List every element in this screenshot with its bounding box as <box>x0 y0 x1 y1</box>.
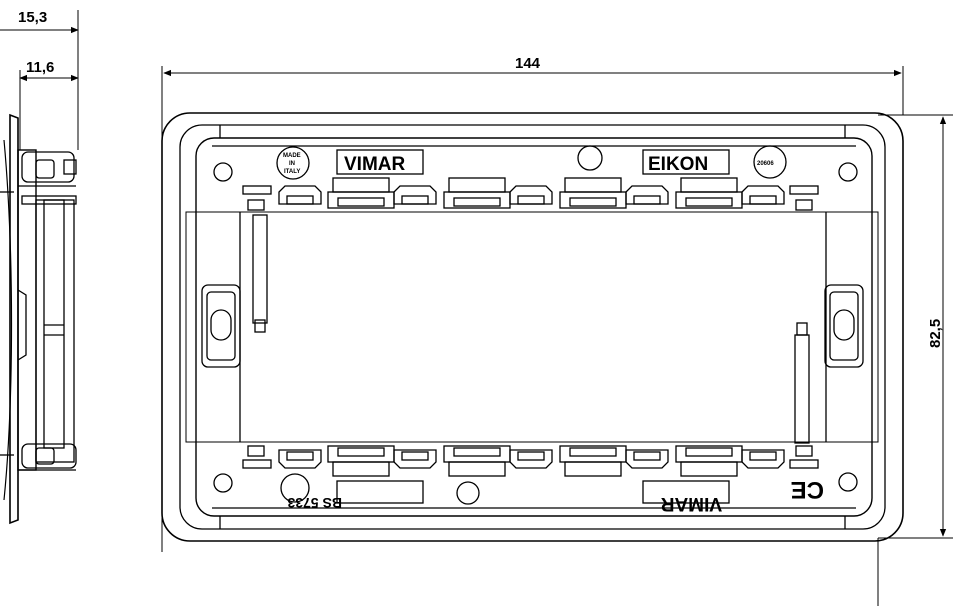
label-box-brand-top <box>336 149 424 175</box>
clip-small-1 <box>278 185 322 205</box>
approval-mark: 20606 <box>757 161 774 167</box>
pin-left <box>252 214 268 333</box>
series-label: EIKON <box>648 154 708 175</box>
top-clip-row <box>242 177 819 211</box>
bottom-clip-row <box>242 445 819 477</box>
brand-top-label: VIMAR <box>344 154 406 175</box>
clip-small-b2 <box>393 449 437 469</box>
clip-small-b4 <box>625 449 669 469</box>
clip-small-4 <box>625 185 669 205</box>
clip-large-3 <box>559 177 627 209</box>
screw-tab-left <box>201 284 241 368</box>
pin-right <box>794 322 810 444</box>
clip-large-b2 <box>443 445 511 477</box>
clip-large-b4 <box>675 445 743 477</box>
clip-large-2 <box>443 177 511 209</box>
clip-large-b3 <box>559 445 627 477</box>
label-box-article-code <box>336 480 424 504</box>
clip-small-5 <box>741 185 785 205</box>
clip-small-b3 <box>509 449 553 469</box>
article-code-label: BS 5733 <box>287 495 342 511</box>
clip-small-b5 <box>741 449 785 469</box>
approval-badge <box>753 145 787 179</box>
dim-front-height: 82,5 <box>927 319 944 348</box>
brand-bottom-label: VIMAR <box>661 493 723 514</box>
conformity-mark: CE <box>791 476 824 503</box>
clip-small-2 <box>393 185 437 205</box>
made-in-line-1: MADE <box>283 153 301 159</box>
clip-large-b1 <box>327 445 395 477</box>
clip-large-4 <box>675 177 743 209</box>
side-view: 15,3 11,6 <box>0 9 79 525</box>
clip-large-1 <box>327 177 395 209</box>
screw-tab-right <box>824 284 864 368</box>
made-in-badge <box>276 146 310 180</box>
dim-side-depth-total: 15,3 <box>18 9 47 26</box>
made-in-line-2: IN <box>289 161 295 167</box>
front-view: 144 82,5 VIMAR EIKON <box>161 55 953 606</box>
dim-side-depth-inner: 11,6 <box>26 59 54 76</box>
made-in-line-3: ITALY <box>284 169 300 175</box>
label-box-brand-bottom <box>642 480 730 504</box>
dim-front-width: 144 <box>515 55 541 72</box>
clip-small-3 <box>509 185 553 205</box>
label-box-series <box>642 149 730 175</box>
clip-small-b1 <box>278 449 322 469</box>
